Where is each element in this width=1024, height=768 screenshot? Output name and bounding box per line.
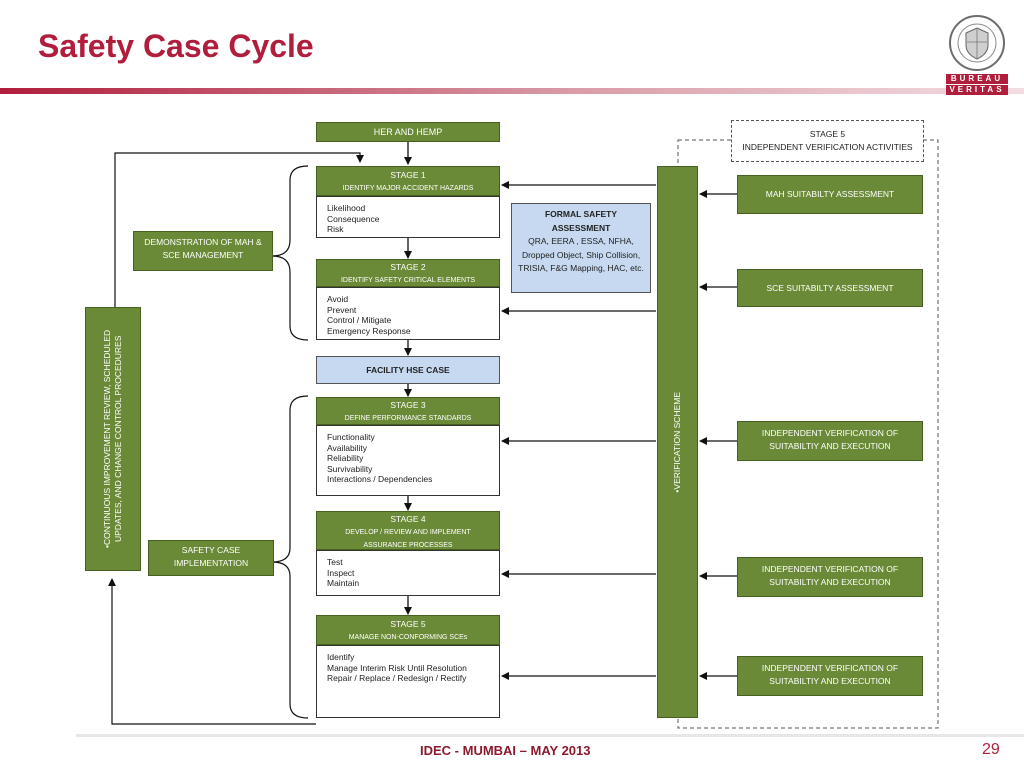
right-box-label: MAH SUITABILTY ASSESSMENT bbox=[765, 189, 895, 199]
list-item: Consequence bbox=[327, 213, 380, 224]
stage1-title: STAGE 1 bbox=[390, 170, 426, 180]
mah-suitability-box: MAH SUITABILTY ASSESSMENT bbox=[737, 175, 923, 214]
safety-case-implementation-box: SAFETY CASE IMPLEMENTATION bbox=[148, 540, 274, 576]
slide-title: Safety Case Cycle bbox=[38, 28, 314, 64]
her-hemp-label: HER AND HEMP bbox=[373, 127, 443, 137]
verification-scheme-bar: •VERIFICATION SCHEME bbox=[657, 166, 698, 718]
stage4-title: STAGE 4 bbox=[390, 514, 426, 524]
facility-hse-case-box: FACILITY HSE CASE bbox=[316, 356, 500, 384]
stage4-header: STAGE 4 DEVELOP / REVIEW AND IMPLEMENT A… bbox=[316, 511, 500, 550]
stage5-items: Identify Manage Interim Risk Until Resol… bbox=[316, 645, 500, 718]
stage5-header: STAGE 5 MANAGE NON-CONFORMING SCEs bbox=[316, 615, 500, 645]
sce-suitability-box: SCE SUITABILTY ASSESSMENT bbox=[737, 269, 923, 307]
list-item: Risk bbox=[327, 224, 344, 234]
stage5-ind-title: STAGE 5 bbox=[809, 129, 846, 139]
demonstration-box: DEMONSTRATION OF MAH & SCE MANAGEMENT bbox=[133, 231, 273, 271]
formal-assessment-title: FORMAL SAFETY ASSESSMENT bbox=[544, 209, 618, 233]
footer-rule bbox=[76, 734, 1024, 737]
list-item: Manage Interim Risk Until Resolution bbox=[327, 662, 467, 673]
continuous-improvement-box: •CONTINUOUS IMPROVEMENT REVIEW, SCHEDULE… bbox=[85, 307, 141, 571]
stage3-items: Functionality Availability Reliability S… bbox=[316, 425, 500, 496]
independent-verification-box-1: INDEPENDENT VERIFICATION OF SUITABILTIY … bbox=[737, 421, 923, 461]
list-item: Survivability bbox=[327, 463, 373, 474]
stage5-title: STAGE 5 bbox=[390, 619, 426, 629]
list-item: Interactions / Dependencies bbox=[327, 474, 433, 484]
footer-text: IDEC - MUMBAI – MAY 2013 bbox=[420, 743, 591, 758]
continuous-improvement-label: •CONTINUOUS IMPROVEMENT REVIEW, SCHEDULE… bbox=[102, 329, 123, 549]
list-item: Test bbox=[327, 557, 343, 567]
stage2-items: Avoid Prevent Control / Mitigate Emergen… bbox=[316, 287, 500, 340]
right-box-label: INDEPENDENT VERIFICATION OF SUITABILTIY … bbox=[761, 663, 899, 686]
stage1-subtitle: IDENTIFY MAJOR ACCIDENT HAZARDS bbox=[342, 185, 474, 192]
list-item: Availability bbox=[327, 442, 368, 453]
demonstration-label: DEMONSTRATION OF MAH & SCE MANAGEMENT bbox=[144, 237, 262, 260]
list-item: Control / Mitigate bbox=[327, 315, 392, 325]
right-box-label: SCE SUITABILTY ASSESSMENT bbox=[766, 283, 894, 293]
page-number: 29 bbox=[982, 741, 1000, 758]
stage5-subtitle: MANAGE NON-CONFORMING SCEs bbox=[348, 634, 468, 641]
bureau-veritas-logo: BUREAU VERITAS bbox=[946, 12, 1008, 95]
stage3-subtitle: DEFINE PERFORMANCE STANDARDS bbox=[344, 415, 472, 422]
independent-verification-box-3: INDEPENDENT VERIFICATION OF SUITABILTIY … bbox=[737, 656, 923, 696]
implementation-label: SAFETY CASE IMPLEMENTATION bbox=[173, 545, 249, 568]
stage1-items: Likelihood Consequence Risk bbox=[316, 196, 500, 238]
formal-assessment-body: QRA, EERA , ESSA, NFHA, Dropped Object, … bbox=[518, 236, 644, 273]
list-item: Inspect bbox=[327, 567, 355, 578]
stage3-title: STAGE 3 bbox=[390, 400, 426, 410]
list-item: Functionality bbox=[327, 432, 375, 442]
stage5-independent-verification-box: STAGE 5 INDEPENDENT VERIFICATION ACTIVIT… bbox=[731, 120, 924, 162]
formal-safety-assessment-box: FORMAL SAFETY ASSESSMENT QRA, EERA , ESS… bbox=[511, 203, 651, 293]
list-item: Avoid bbox=[327, 294, 349, 304]
stage4-subtitle: DEVELOP / REVIEW AND IMPLEMENT ASSURANCE… bbox=[345, 529, 471, 549]
stage5-ind-subtitle: INDEPENDENT VERIFICATION ACTIVITIES bbox=[742, 142, 913, 152]
stage3-header: STAGE 3 DEFINE PERFORMANCE STANDARDS bbox=[316, 397, 500, 425]
stage2-subtitle: IDENTIFY SAFETY CRITICAL ELEMENTS bbox=[340, 277, 476, 284]
list-item: Repair / Replace / Redesign / Rectify bbox=[327, 673, 467, 683]
list-item: Emergency Response bbox=[327, 325, 411, 336]
list-item: Likelihood bbox=[327, 203, 366, 213]
logo-text-veritas: VERITAS bbox=[946, 85, 1008, 95]
title-rule bbox=[0, 88, 1024, 94]
list-item: Prevent bbox=[327, 304, 357, 315]
her-hemp-box: HER AND HEMP bbox=[316, 122, 500, 142]
logo-text-bureau: BUREAU bbox=[946, 74, 1008, 84]
right-box-label: INDEPENDENT VERIFICATION OF SUITABILTIY … bbox=[761, 564, 899, 587]
verification-scheme-label: •VERIFICATION SCHEME bbox=[672, 391, 682, 493]
facility-hse-label: FACILITY HSE CASE bbox=[366, 365, 450, 375]
independent-verification-box-2: INDEPENDENT VERIFICATION OF SUITABILTIY … bbox=[737, 557, 923, 597]
list-item: Maintain bbox=[327, 578, 360, 588]
logo-seal-icon bbox=[949, 15, 1005, 71]
stage1-header: STAGE 1 IDENTIFY MAJOR ACCIDENT HAZARDS bbox=[316, 166, 500, 196]
stage4-items: Test Inspect Maintain bbox=[316, 550, 500, 596]
list-item: Identify bbox=[327, 652, 355, 662]
stage2-header: STAGE 2 IDENTIFY SAFETY CRITICAL ELEMENT… bbox=[316, 259, 500, 287]
stage2-title: STAGE 2 bbox=[390, 262, 426, 272]
list-item: Reliability bbox=[327, 453, 364, 463]
right-box-label: INDEPENDENT VERIFICATION OF SUITABILTIY … bbox=[761, 428, 899, 451]
